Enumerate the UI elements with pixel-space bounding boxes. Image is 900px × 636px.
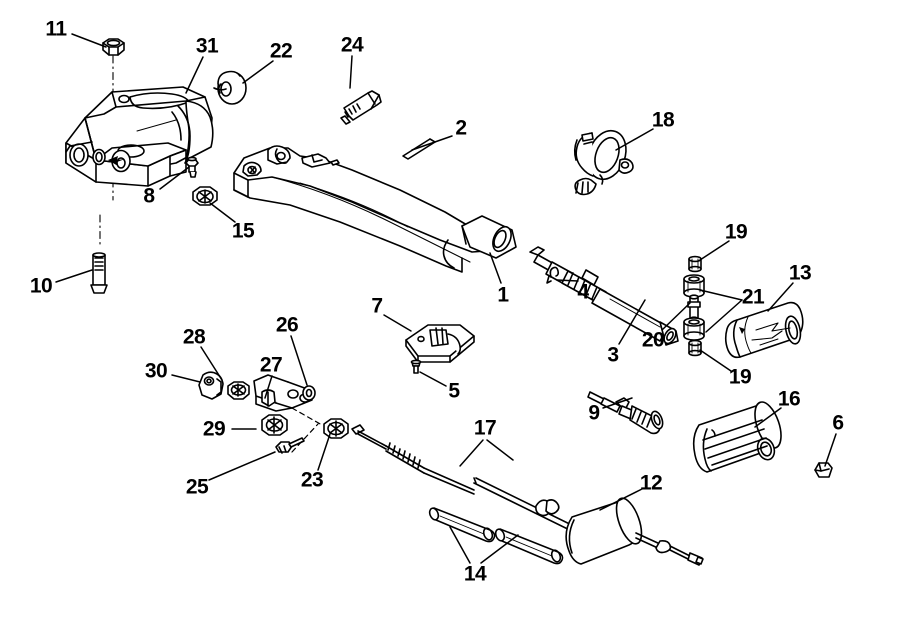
callout-30[interactable]: 30: [144, 359, 168, 383]
part-18-tiller-clamp: [573, 129, 634, 196]
part-21-bushing-upper: [683, 274, 705, 298]
callout-23[interactable]: 23: [300, 468, 324, 492]
callout-16[interactable]: 16: [777, 387, 801, 411]
part-17-throttle-cable: [351, 424, 591, 540]
part-24-screw: [340, 90, 382, 125]
callout-24[interactable]: 24: [340, 33, 364, 57]
part-2-roll-pin: [402, 138, 436, 160]
part-12-cable-sleeve: [565, 497, 704, 566]
callout-5[interactable]: 5: [448, 379, 460, 403]
callout-10[interactable]: 10: [29, 274, 53, 298]
part-5-screw: [410, 359, 422, 374]
callout-22[interactable]: 22: [269, 39, 293, 63]
callout-8[interactable]: 8: [143, 184, 155, 208]
callout-25[interactable]: 25: [185, 475, 209, 499]
part-6-end-cap: [814, 462, 833, 478]
part-23-locknut: [323, 418, 349, 439]
part-14-tube-sleeve-upper: [428, 507, 496, 543]
callout-4[interactable]: 4: [577, 280, 589, 304]
callout-13[interactable]: 13: [788, 261, 812, 285]
leader-lines: [55, 33, 837, 564]
callout-17[interactable]: 17: [473, 416, 497, 440]
part-16-tiller-grip: [692, 401, 782, 473]
part-25-screw: [275, 437, 305, 454]
callout-19-upper[interactable]: 19: [724, 220, 748, 244]
callout-12[interactable]: 12: [639, 471, 663, 495]
part-11-locknut: [102, 38, 125, 56]
part-31-handle-bracket: [65, 86, 214, 187]
part-28-locknut: [227, 381, 250, 400]
callout-26[interactable]: 26: [275, 313, 299, 337]
callout-9[interactable]: 9: [588, 401, 600, 425]
callout-21[interactable]: 21: [741, 285, 765, 309]
callout-31[interactable]: 31: [195, 34, 219, 58]
callout-14[interactable]: 14: [463, 562, 487, 586]
part-7-anchor-bracket: [405, 324, 475, 363]
callout-19-lower[interactable]: 19: [728, 365, 752, 389]
part-29-locknut: [261, 414, 288, 436]
callout-6[interactable]: 6: [832, 411, 844, 435]
part-8-grease-fitting: [185, 156, 199, 178]
part-4-spring-clip: [546, 266, 560, 284]
callout-3[interactable]: 3: [607, 343, 619, 367]
callout-20[interactable]: 20: [641, 328, 665, 352]
part-9-cable-end: [587, 391, 664, 435]
part-26-washer: [302, 385, 316, 401]
part-1-tiller-arm: [233, 145, 517, 273]
callout-18[interactable]: 18: [651, 108, 675, 132]
part-22-bushing: [213, 70, 247, 105]
callout-7[interactable]: 7: [371, 294, 383, 318]
part-21-bushing-lower: [683, 317, 705, 341]
part-15-locknut: [192, 186, 218, 206]
part-13-grip-housing: [724, 301, 804, 359]
callout-1[interactable]: 1: [497, 283, 509, 307]
callout-11[interactable]: 11: [45, 17, 67, 41]
callout-29[interactable]: 29: [202, 417, 226, 441]
callout-28[interactable]: 28: [182, 325, 206, 349]
part-19-washer-lower: [688, 339, 702, 357]
part-20-throttle-pin: [687, 294, 701, 322]
callout-27[interactable]: 27: [259, 353, 283, 377]
part-19-washer-upper: [688, 255, 702, 273]
part-10-bolt: [90, 252, 108, 294]
callout-2[interactable]: 2: [455, 116, 467, 140]
callout-15[interactable]: 15: [231, 219, 255, 243]
